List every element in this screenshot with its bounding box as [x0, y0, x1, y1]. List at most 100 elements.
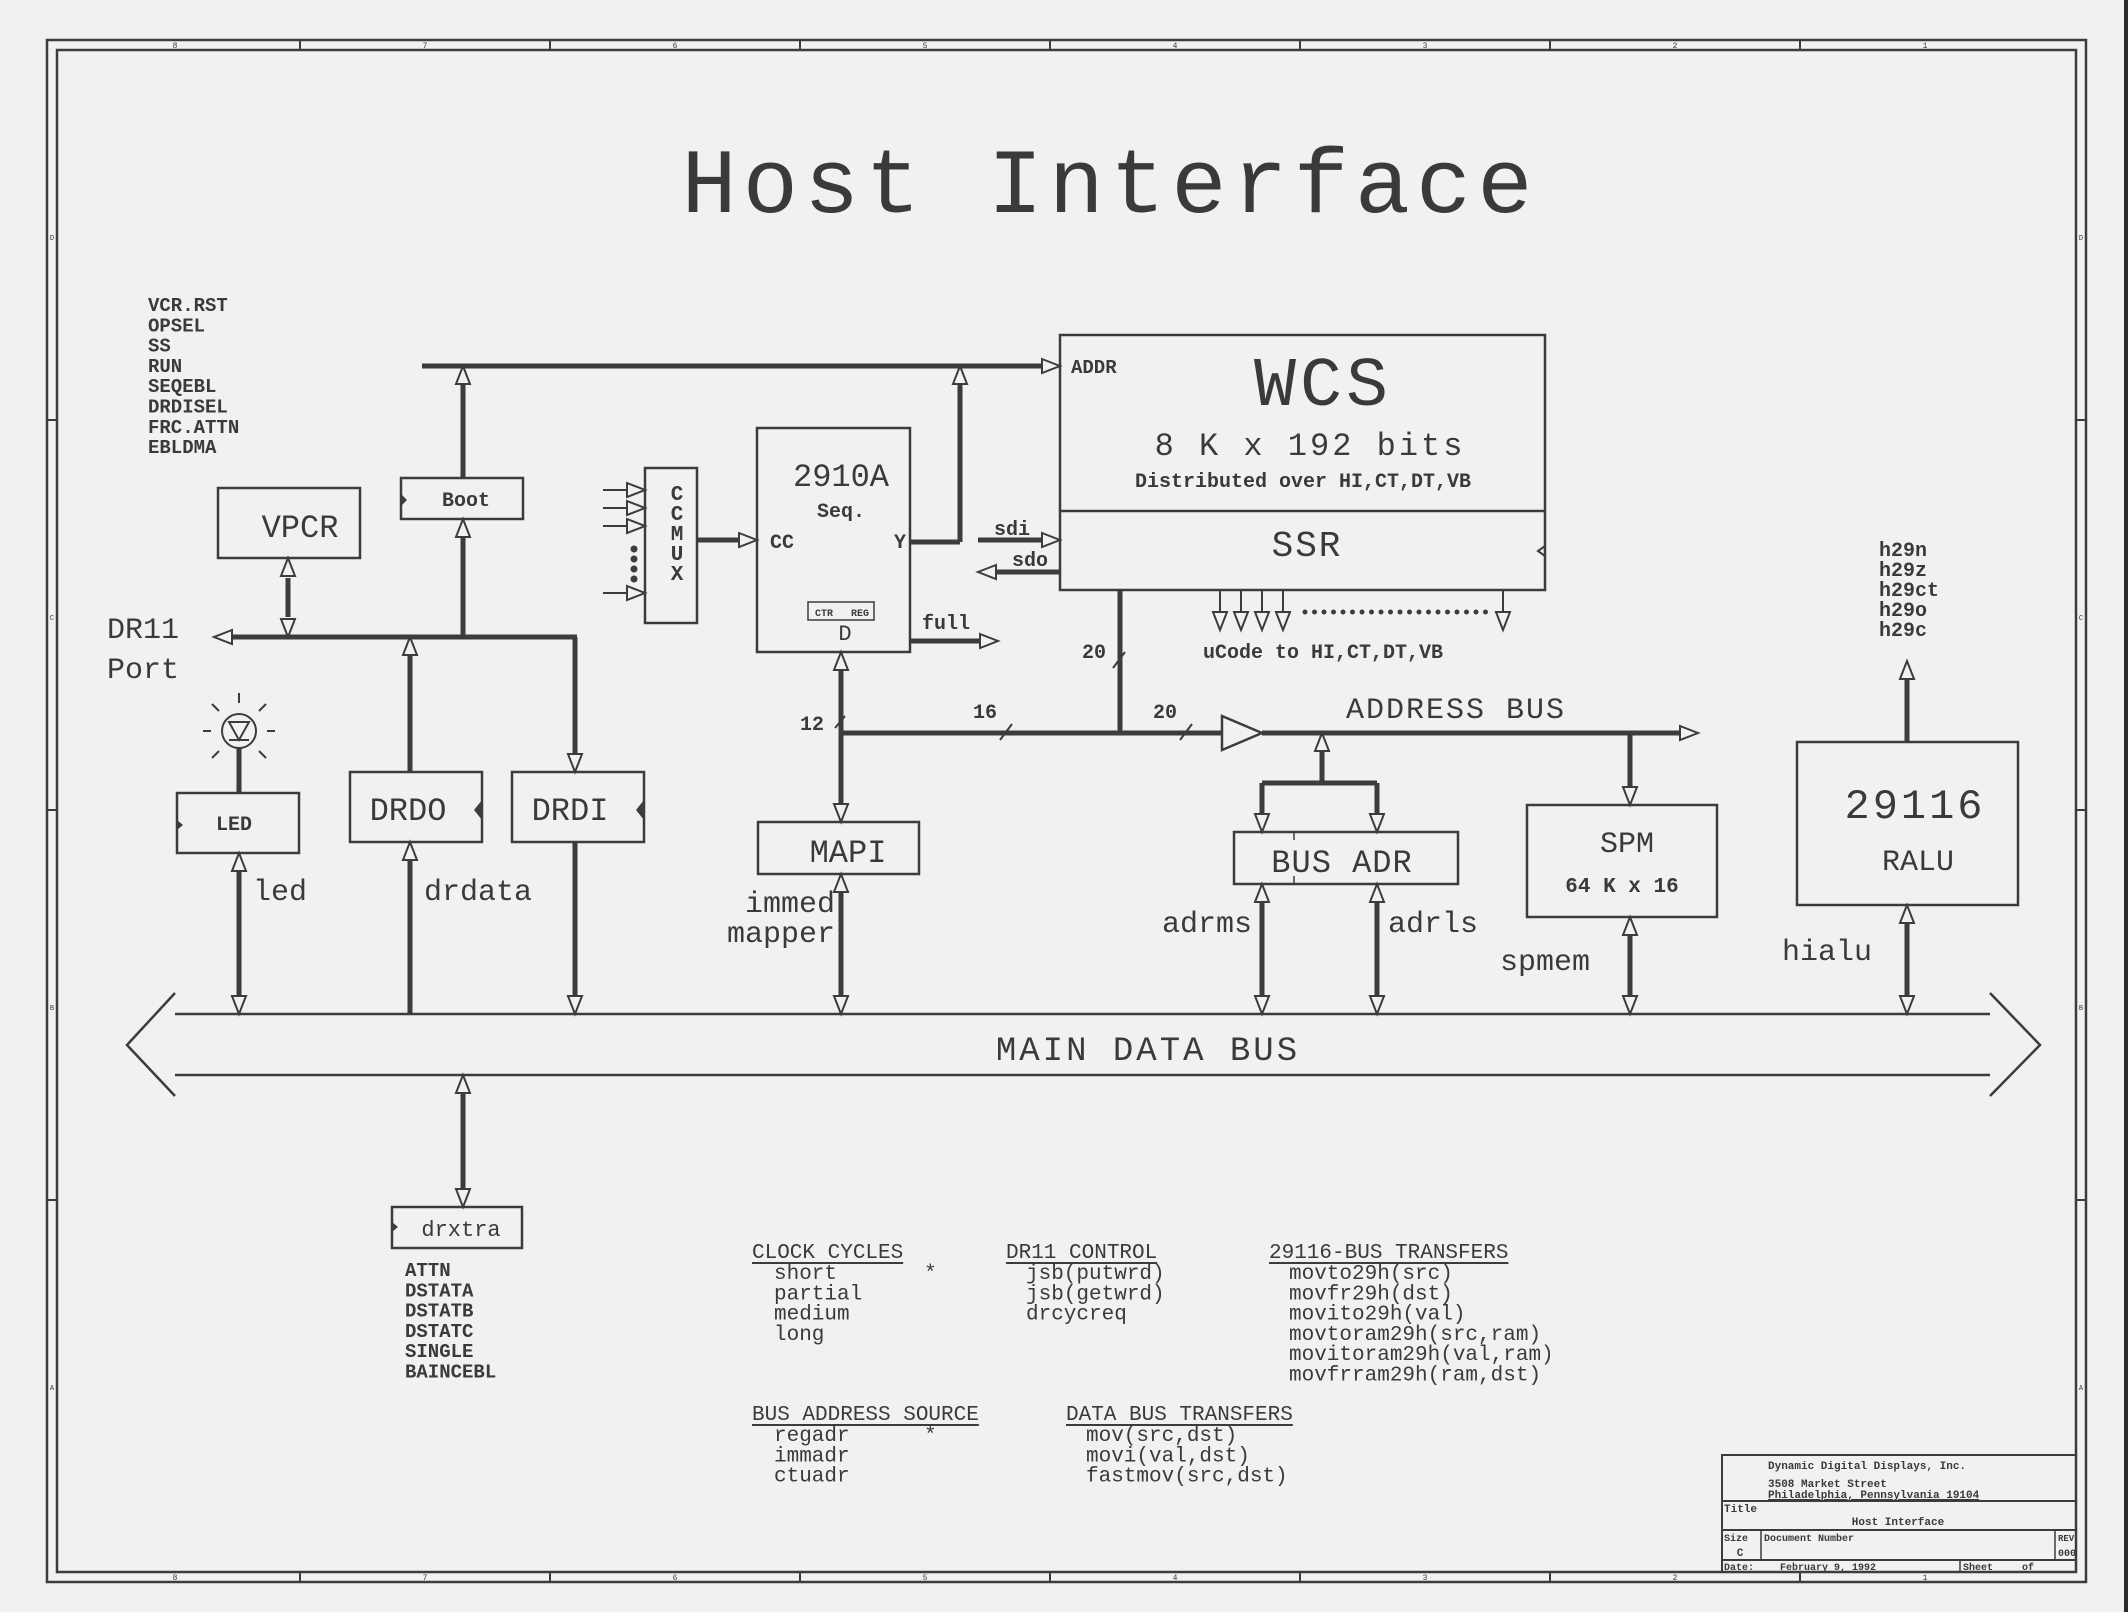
address-bus-arrow: [1679, 724, 1701, 742]
mapi-block[interactable]: MAPI: [756, 820, 921, 876]
ucode-ellipsis-dot: [1340, 609, 1346, 615]
mapper-signal-label: mapper: [727, 918, 835, 952]
led-bus-wire-down-arrow: [230, 995, 248, 1017]
ralu-29116-block[interactable]: 29116 RALU: [1795, 740, 2020, 907]
data-bus-transfers-item: movi(val,dst): [1086, 1445, 1250, 1468]
boot-block[interactable]: Boot: [399, 476, 525, 521]
mapi-top-arrow: [832, 803, 850, 825]
bus-width-16: 16: [973, 702, 997, 725]
title-value: Host Interface: [1852, 1517, 1945, 1529]
boot-addr-arrow: [454, 363, 472, 385]
ucode-arrow: [1274, 611, 1292, 633]
bus-width-20-addr: 20: [1153, 702, 1177, 725]
bus29116-transfers-item: movtoram29h(src,ram): [1289, 1324, 1541, 1347]
ucode-ellipsis-dot: [1350, 609, 1355, 615]
ellipsis-dot: [630, 575, 638, 583]
scan-edge: [2124, 0, 2128, 1612]
light-ray: [258, 750, 267, 759]
dr11-control-item: jsb(getwrd): [1026, 1283, 1165, 1306]
sequencer-2910a-block[interactable]: 2910A Seq. CC Y CTR REG D: [755, 426, 912, 654]
spm-block[interactable]: SPM 64 K x 16: [1525, 803, 1719, 919]
ccmux-input-arrow: [626, 584, 648, 602]
wcs-label: WCS: [1254, 348, 1392, 427]
led-block[interactable]: LED: [175, 791, 301, 855]
legend: CLOCK CYCLESshortpartialmediumlong*DR11 …: [752, 1242, 1554, 1489]
spmem-bus-wire-up-arrow: [1621, 914, 1639, 936]
zone-label: 1: [1923, 1574, 1928, 1583]
main-data-bus-label: MAIN DATA BUS: [996, 1033, 1300, 1071]
rev-value: 000: [2058, 1549, 2076, 1560]
zone-label: B: [2079, 1005, 2083, 1013]
ucode-ellipsis-dot: [1407, 609, 1412, 615]
size-value: C: [1737, 1548, 1744, 1560]
vpcr-block[interactable]: VPCR: [216, 486, 362, 560]
zone-label: 1: [1923, 42, 1928, 51]
sheet-label: Sheet: [1963, 1562, 1993, 1574]
zone-label: 8: [173, 42, 178, 51]
spm-size: 64 K x 16: [1565, 876, 1678, 899]
bus-address-source-item: immadr: [774, 1445, 850, 1468]
zone-label: 3: [1423, 1574, 1428, 1583]
bus-width-20-wcs: 20: [1082, 642, 1106, 665]
ralu-flag: h29o: [1879, 600, 1927, 623]
address-buffer-icon: [1220, 714, 1266, 752]
drdi-bus-arrow: [566, 995, 584, 1017]
bus-adr-block[interactable]: BUS ADR: [1232, 830, 1460, 886]
bus-adr-up-arrow: [1313, 730, 1331, 752]
sequencer-d-pin: D: [838, 622, 851, 647]
bus-adr-label: BUS ADR: [1271, 845, 1412, 882]
ccmux-input-arrow: [626, 517, 648, 535]
ucode-ellipsis-dot: [1483, 609, 1488, 615]
control-signal: RUN: [148, 356, 182, 378]
drxtra-down-arrow: [454, 1188, 472, 1210]
bus-width-slash: [1112, 651, 1126, 669]
wcs-block[interactable]: ADDR WCS 8 K x 192 bits Distributed over…: [1058, 333, 1547, 592]
rev-label: REV: [2058, 1534, 2075, 1544]
zone-label: 7: [423, 1574, 428, 1583]
full-label: full: [922, 613, 970, 636]
led-lamp-icon: [203, 693, 275, 759]
adrls-bus-wire-up-arrow: [1368, 881, 1386, 903]
ellipsis-dot: [630, 545, 638, 553]
drdi-block[interactable]: DRDI: [510, 770, 646, 844]
bus-address-source-heading: BUS ADDRESS SOURCE: [752, 1404, 979, 1427]
sequencer-part-label: 2910A: [793, 459, 890, 496]
company-city: Philadelphia, Pennsylvania 19104: [1768, 1490, 1980, 1502]
drxtra-block[interactable]: drxtra: [390, 1205, 524, 1250]
spm-label: SPM: [1600, 828, 1654, 862]
bus29116-transfers-item: movfrram29h(ram,dst): [1289, 1365, 1541, 1388]
control-signal: EBLDMA: [148, 437, 217, 459]
led-bus-wire-up-arrow: [230, 850, 248, 872]
cc-arrow: [738, 531, 760, 549]
spm-addr-arrow: [1621, 786, 1639, 808]
ucode-ellipsis-dot: [1359, 609, 1365, 615]
ssr-label: SSR: [1272, 526, 1343, 567]
ralu-flag: h29n: [1879, 540, 1927, 563]
ucode-arrow: [1253, 611, 1271, 633]
vpcr-label: VPCR: [262, 510, 339, 547]
bus-width-slash: [1179, 723, 1193, 741]
ellipsis-dot: [630, 555, 638, 563]
ralu-part-label: 29116: [1844, 783, 1985, 831]
mapi-label: MAPI: [810, 835, 887, 872]
bus-address-source-default-marker: *: [924, 1425, 937, 1448]
zone-label: D: [2079, 235, 2083, 243]
date-value: February 9, 1992: [1780, 1562, 1876, 1574]
ucode-ellipsis-dot: [1302, 609, 1308, 615]
company-name: Dynamic Digital Displays, Inc.: [1768, 1461, 1966, 1473]
zone-label: 3: [1423, 42, 1428, 51]
of-label: of: [2022, 1562, 2034, 1574]
ucode-arrow: [1232, 611, 1250, 633]
ccmux-letter: C: [671, 504, 684, 527]
ucode-ellipsis-dot: [1416, 609, 1422, 615]
data-bus-transfers-item: mov(src,dst): [1086, 1425, 1237, 1448]
ralu-flags-arrow: [1898, 658, 1916, 680]
dr11-port-label: DR11: [107, 614, 179, 648]
drdo-block[interactable]: DRDO: [348, 770, 484, 844]
clock-cycles-item: long: [774, 1324, 824, 1347]
